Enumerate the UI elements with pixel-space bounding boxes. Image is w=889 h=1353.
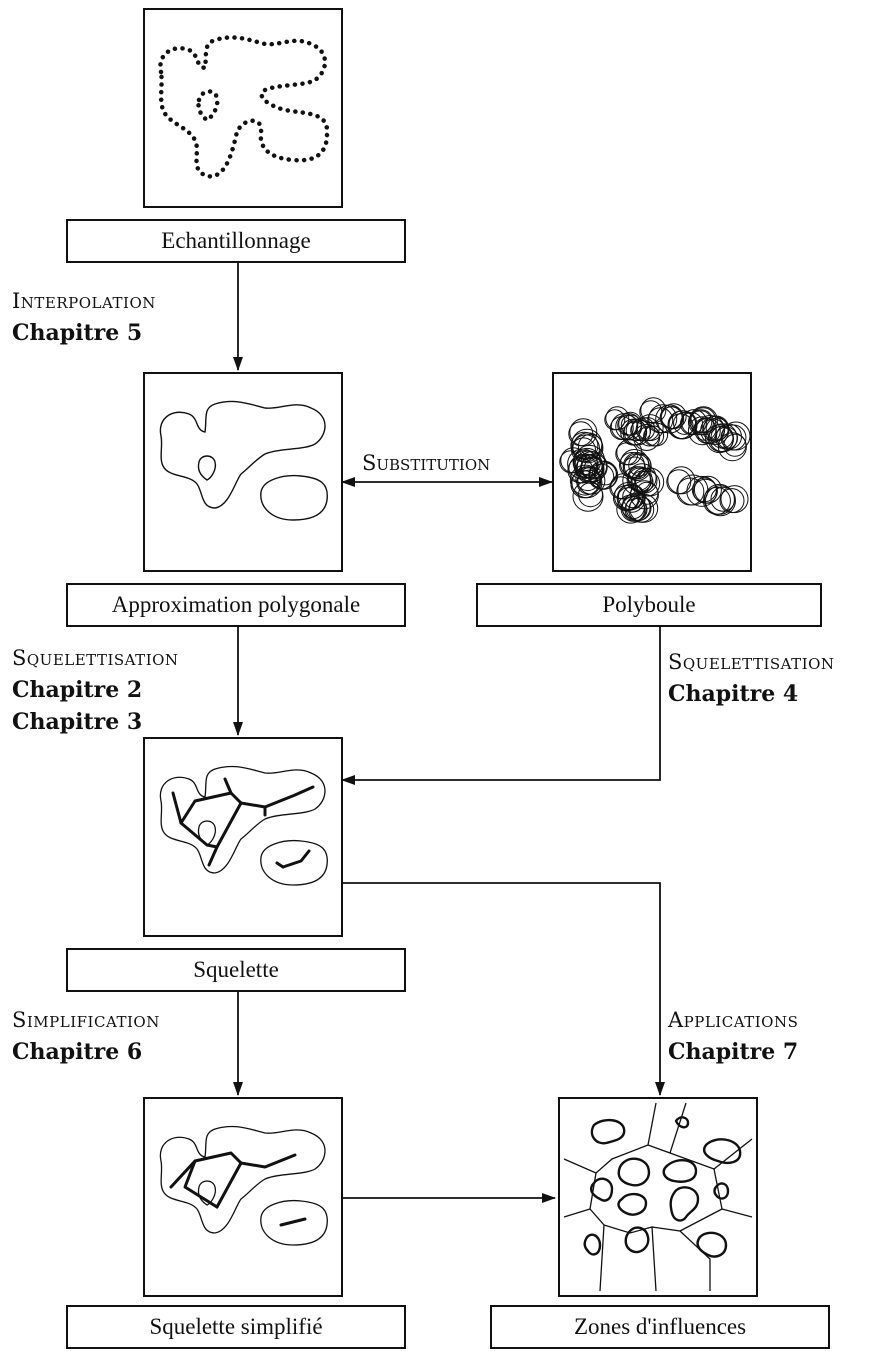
polyball-circle: [719, 488, 745, 514]
polyball-circle: [568, 454, 598, 484]
polyball-circle: [721, 421, 750, 451]
polyball-circle: [717, 432, 747, 462]
skeletonization-left-chapter-3: Chapitre 3: [12, 709, 143, 735]
polyball-circle: [622, 466, 652, 496]
polyball-panel: [552, 372, 752, 572]
interpolation-chapter: Chapitre 5: [12, 320, 143, 346]
edge-label-interpolation: Interpolation Chapitre 5: [12, 285, 156, 349]
polyball-circle: [569, 418, 598, 447]
polyball-circle: [581, 453, 608, 480]
polyball-circle: [575, 454, 605, 484]
polyball-circle: [616, 439, 643, 466]
polyball-circle: [640, 397, 667, 424]
polyball-circle: [618, 411, 643, 436]
skeletonization-right-label: Squelettisation: [668, 650, 835, 674]
sampled-points-illustration: [158, 35, 330, 179]
polyball-circle: [667, 466, 696, 495]
substitution-label: Substitution: [358, 451, 495, 475]
interpolation-label: Interpolation: [12, 289, 156, 313]
polyball-circle: [572, 480, 604, 512]
polyball-circle: [593, 462, 617, 486]
applications-label: Applications: [668, 1008, 799, 1032]
polyball-circle: [620, 449, 649, 479]
skeletonization-left-label: Squelettisation: [12, 646, 179, 670]
polyball-circle: [636, 414, 664, 442]
simplification-label: Simplification: [12, 1008, 160, 1032]
simplified-panel: [143, 1097, 343, 1297]
polyball-circle: [710, 486, 736, 512]
simplified-skeleton-illustration: [159, 1125, 328, 1246]
polyball-circle: [616, 494, 646, 524]
polyball-circle: [693, 475, 722, 504]
polyball-illustration: [559, 397, 750, 524]
polygonal-panel: [143, 372, 343, 572]
sampling-panel: [143, 8, 343, 208]
polyball-circle: [560, 447, 587, 474]
polyball-circle: [629, 493, 659, 523]
polyball-circle: [660, 403, 687, 430]
edge-label-skeletonization-right: Squelettisation Chapitre 4: [668, 646, 835, 710]
skeletonization-right-chapter: Chapitre 4: [668, 681, 799, 707]
simplification-chapter: Chapitre 6: [12, 1039, 143, 1065]
polyball-circle: [571, 467, 603, 499]
skeleton-illustration: [159, 765, 328, 886]
arrow-polyball-to-skeleton: [341, 625, 661, 785]
edge-label-skeletonization-left: Squelettisation Chapitre 2 Chapitre 3: [12, 642, 179, 738]
polyball-circle: [686, 475, 718, 507]
polyball-circle: [703, 483, 735, 515]
edge-label-applications: Applications Chapitre 7: [668, 1004, 798, 1068]
polyball-circle: [633, 423, 661, 451]
polyball-circle: [648, 404, 678, 434]
node-sampling: Echantillonnage: [66, 219, 406, 263]
arrow-skeleton-to-influence: [342, 882, 665, 1096]
influence-panel: [558, 1097, 758, 1297]
polyball-circle: [588, 460, 618, 490]
polyball-circle: [605, 406, 630, 431]
polyball-circle: [577, 433, 603, 459]
polyball-circle: [687, 416, 717, 446]
applications-chapter: Chapitre 7: [668, 1039, 799, 1065]
polyball-circle: [723, 433, 747, 457]
node-skeleton: Squelette: [66, 948, 406, 992]
node-polyball: Polyboule: [476, 583, 822, 627]
polyball-circle: [720, 485, 749, 514]
node-simplified: Squelette simplifié: [66, 1305, 406, 1349]
polyball-circle: [623, 453, 650, 480]
influence-zones-illustration: [563, 1102, 753, 1292]
skeletonization-left-chapter-2: Chapitre 2: [12, 677, 143, 703]
polyball-circle: [704, 485, 736, 517]
polygonal-shape-illustration: [159, 400, 328, 521]
node-polygonal: Approximation polygonale: [66, 583, 406, 627]
node-influence: Zones d'influences: [490, 1305, 830, 1349]
edge-label-simplification: Simplification Chapitre 6: [12, 1004, 160, 1068]
polyball-circle: [667, 410, 697, 440]
skeleton-panel: [143, 737, 343, 937]
